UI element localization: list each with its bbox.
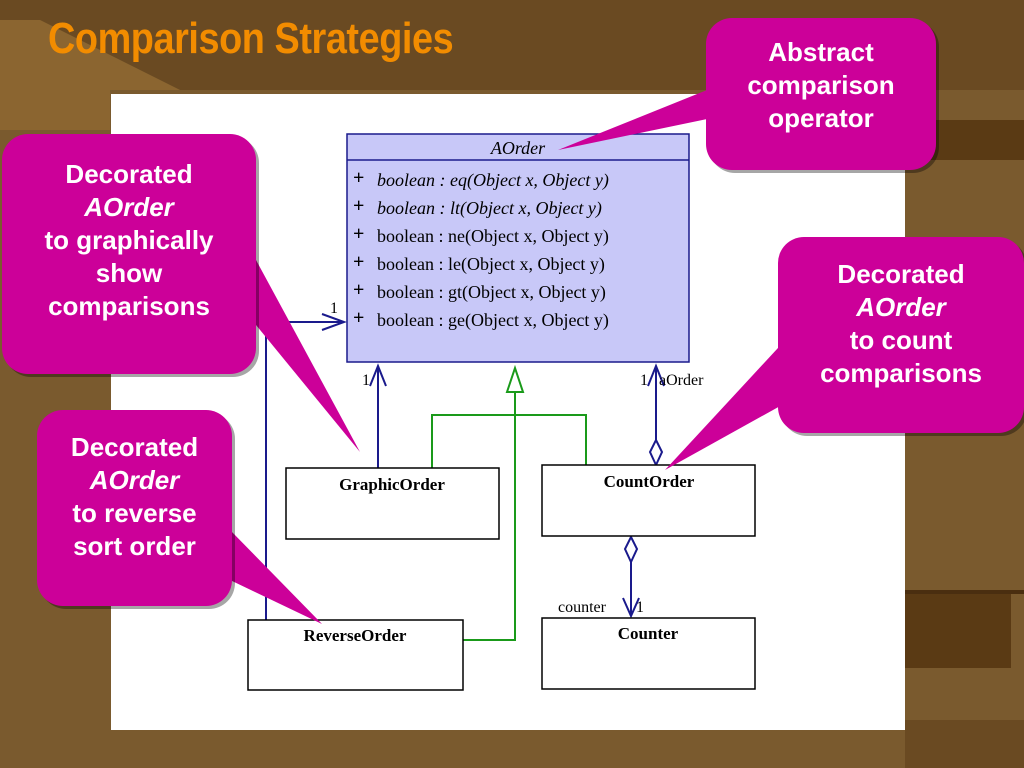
- method-visibility: +: [353, 167, 364, 189]
- multiplicity-label: 1: [640, 372, 648, 389]
- count-order-class-name: CountOrder: [604, 472, 695, 491]
- method-signature: boolean : ge(Object x, Object y): [377, 310, 609, 331]
- counter-class-name: Counter: [618, 624, 679, 643]
- role-label-counter: counter: [558, 599, 607, 616]
- method-visibility: +: [353, 251, 364, 273]
- callout-line: Decorated: [837, 259, 965, 289]
- callout-line: show: [95, 258, 163, 288]
- method-visibility: +: [353, 223, 364, 245]
- counter-class: Counter: [541, 617, 756, 690]
- method-signature: boolean : le(Object x, Object y): [377, 254, 605, 275]
- count-order-class: CountOrder: [541, 464, 756, 537]
- callout-line: comparisons: [48, 291, 210, 321]
- reverse-order-class: ReverseOrder: [247, 619, 464, 691]
- graphic-order-class: GraphicOrder: [285, 467, 500, 540]
- generalization-lines: [431, 364, 587, 641]
- graphic-order-class-name: GraphicOrder: [339, 475, 445, 494]
- callout-count-order: Decorated AOrder to count comparisons: [778, 237, 1024, 433]
- reverse-order-class-name: ReverseOrder: [304, 626, 407, 645]
- callout-emphasis: AOrder: [89, 465, 180, 495]
- role-label-aorder: aOrder: [659, 372, 704, 389]
- callout-line: comparison: [747, 70, 895, 100]
- callout-emphasis: AOrder: [856, 292, 946, 322]
- callout-line: comparisons: [820, 358, 982, 388]
- callout-abstract-operator: Abstract comparison operator: [706, 18, 936, 170]
- callout-line: Decorated: [65, 159, 193, 189]
- multiplicity-label: 1: [636, 599, 644, 616]
- multiplicity-label: 1: [362, 372, 370, 389]
- aorder-class: AOrder + boolean : eq(Object x, Object y…: [346, 133, 690, 363]
- method-visibility: +: [353, 195, 364, 217]
- multiplicity-label: 1: [330, 300, 338, 317]
- method-signature: boolean : gt(Object x, Object y): [377, 282, 606, 303]
- method-visibility: +: [353, 307, 364, 329]
- callout-line: Decorated: [70, 432, 199, 462]
- callout-line: to reverse: [72, 498, 197, 528]
- callout-line: to count: [849, 325, 953, 355]
- callout-graphic-order: Decorated AOrder to graphically show com…: [2, 134, 256, 374]
- callout-line: sort order: [73, 531, 196, 561]
- method-visibility: +: [353, 279, 364, 301]
- callout-line: to graphically: [44, 225, 214, 255]
- callout-line: Abstract: [768, 37, 874, 67]
- aorder-class-name: AOrder: [490, 138, 546, 158]
- slide-title: Comparison Strategies: [48, 14, 454, 63]
- callout-line: operator: [768, 103, 874, 133]
- method-signature: boolean : eq(Object x, Object y): [377, 170, 609, 191]
- method-signature: boolean : ne(Object x, Object y): [377, 226, 609, 247]
- callout-emphasis: AOrder: [84, 192, 174, 222]
- callout-reverse-order: Decorated AOrder to reverse sort order: [37, 410, 232, 606]
- method-signature: boolean : lt(Object x, Object y): [377, 198, 602, 219]
